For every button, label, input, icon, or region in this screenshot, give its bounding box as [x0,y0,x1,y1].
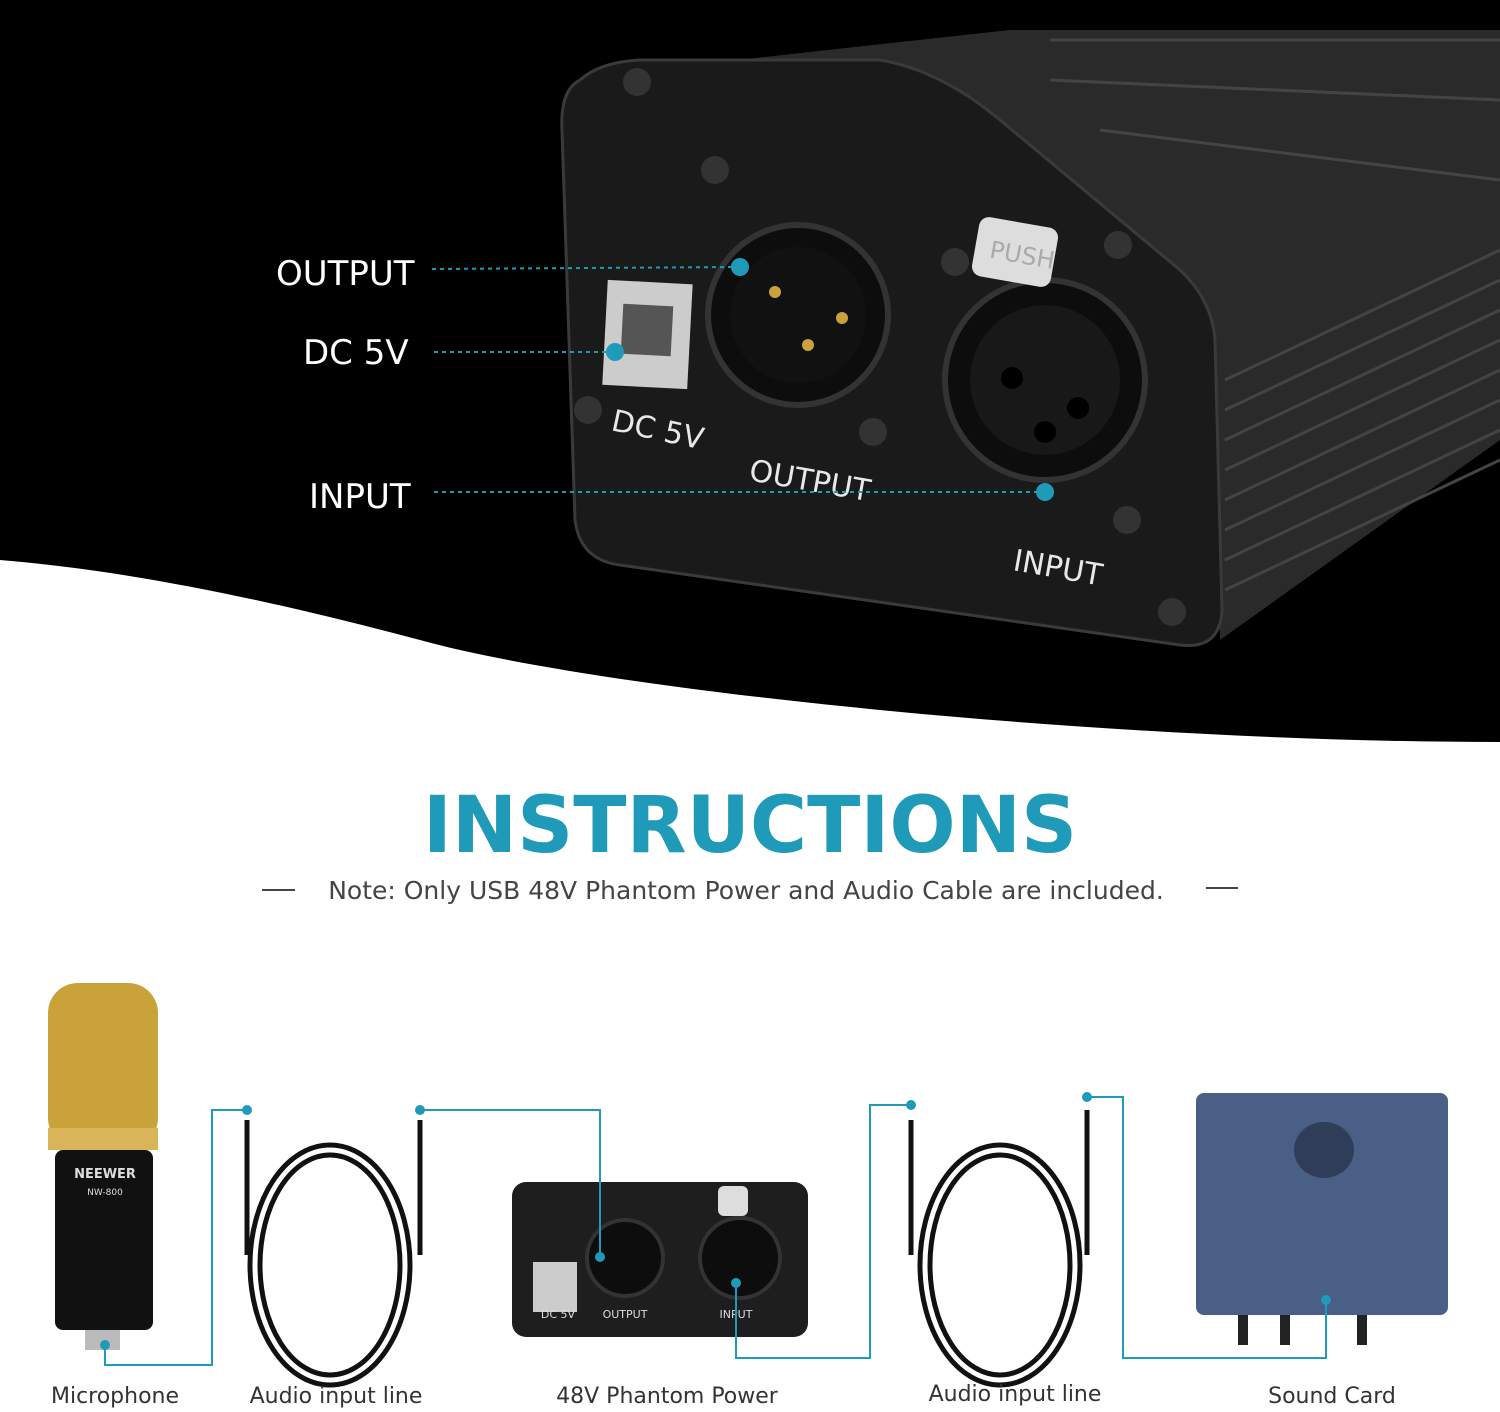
device-small-output: OUTPUT [603,1308,648,1321]
callout-output: OUTPUT [276,254,415,294]
audio-cable-1 [244,1120,423,1388]
caption-microphone: Microphone [51,1384,179,1409]
instructions-title: INSTRUCTIONS [423,781,1077,871]
mic-model: NW-800 [87,1188,123,1198]
phantom-power-device-closeup: PUSH DC 5V OUTPUT INPUT [560,30,1500,648]
instructions-note: Note: Only USB 48V Phantom Power and Aud… [328,876,1164,905]
caption-phantom-power: 48V Phantom Power [556,1384,779,1409]
caption-audio-input-line-1: Audio input line [250,1384,423,1409]
sound-card [1196,1093,1448,1345]
connection-lines [104,1096,1327,1366]
microphone: NEEWER NW-800 [48,983,158,1350]
mic-brand: NEEWER [74,1167,136,1182]
callout-input: INPUT [309,477,411,517]
caption-sound-card: Sound Card [1268,1384,1396,1409]
callout-dc5v: DC 5V [303,333,409,373]
caption-audio-input-line-2: Audio input line [929,1382,1102,1407]
device-small-dc5v: DC 5V [541,1308,576,1321]
phantom-power-device: DC 5V OUTPUT INPUT [512,1182,808,1337]
connection-dots [100,1092,1331,1350]
audio-cable-2 [908,1110,1090,1388]
callouts: OUTPUT DC 5V INPUT [276,254,1054,517]
